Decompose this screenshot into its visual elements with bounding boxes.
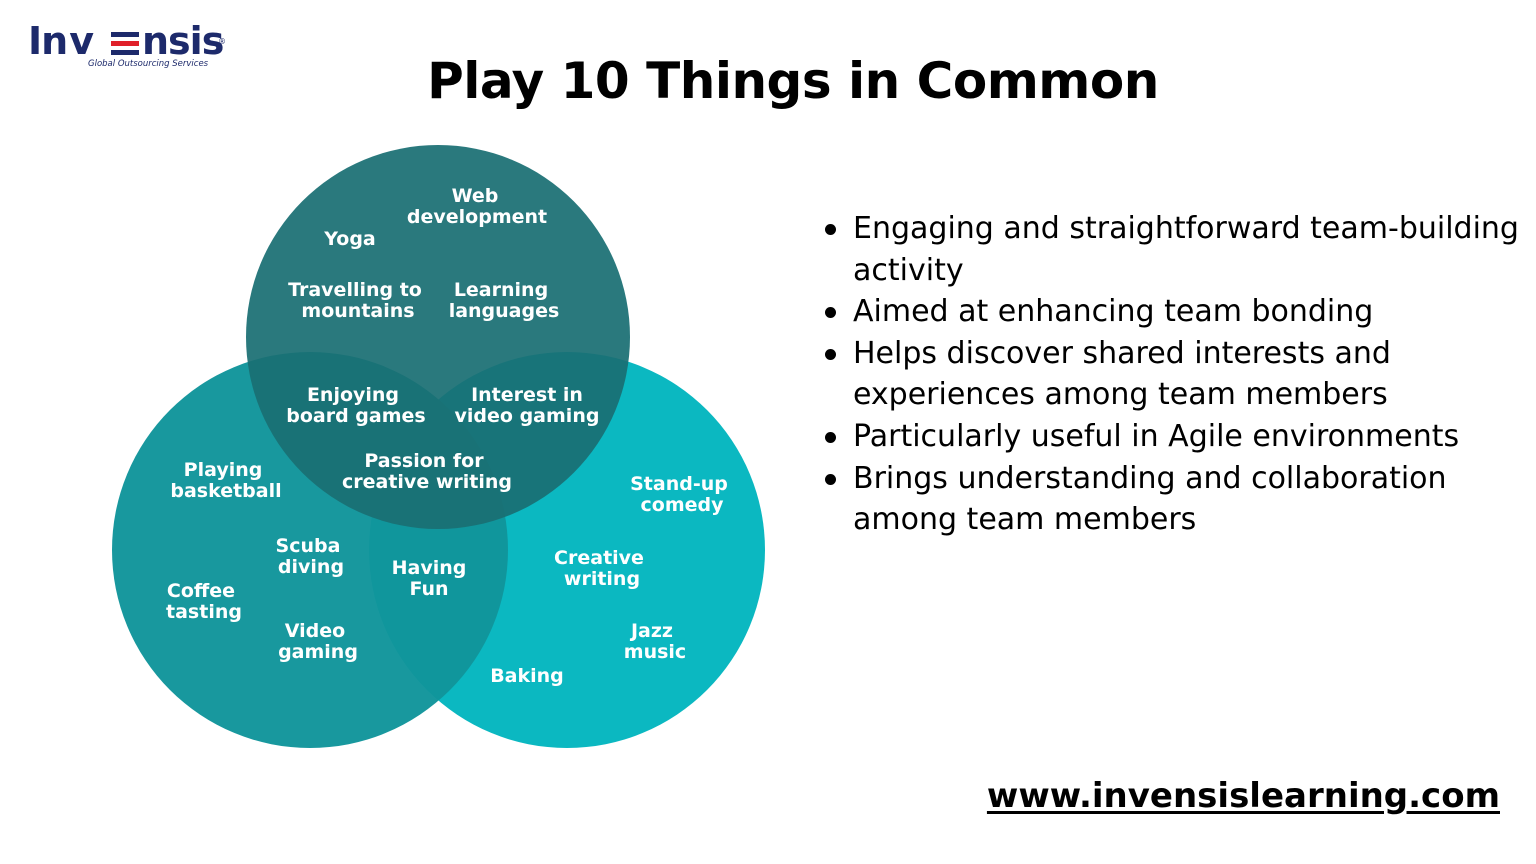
page-title: Play 10 Things in Common: [427, 52, 1159, 110]
website-link[interactable]: www.invensislearning.com: [986, 776, 1500, 816]
invensis-logo: Inv nsis ® Global Outsourcing Services: [28, 19, 226, 69]
bullet-item: Particularly useful in Agile environment…: [820, 416, 1520, 458]
svg-text:nsis: nsis: [142, 19, 223, 63]
svg-text:®: ®: [218, 37, 226, 46]
bullet-item: Brings understanding and collaboration a…: [820, 458, 1520, 541]
bullet-item: Helps discover shared interests and expe…: [820, 333, 1520, 416]
label-baking: Baking: [490, 665, 564, 687]
bullet-list: Engaging and straightforward team-buildi…: [820, 208, 1520, 541]
svg-text:Inv: Inv: [28, 19, 94, 63]
bullet-item: Engaging and straightforward team-buildi…: [820, 208, 1520, 291]
bullet-item: Aimed at enhancing team bonding: [820, 291, 1520, 333]
logo-tagline: Global Outsourcing Services: [88, 59, 209, 69]
circle-top: [246, 145, 630, 529]
label-yoga: Yoga: [323, 228, 376, 250]
